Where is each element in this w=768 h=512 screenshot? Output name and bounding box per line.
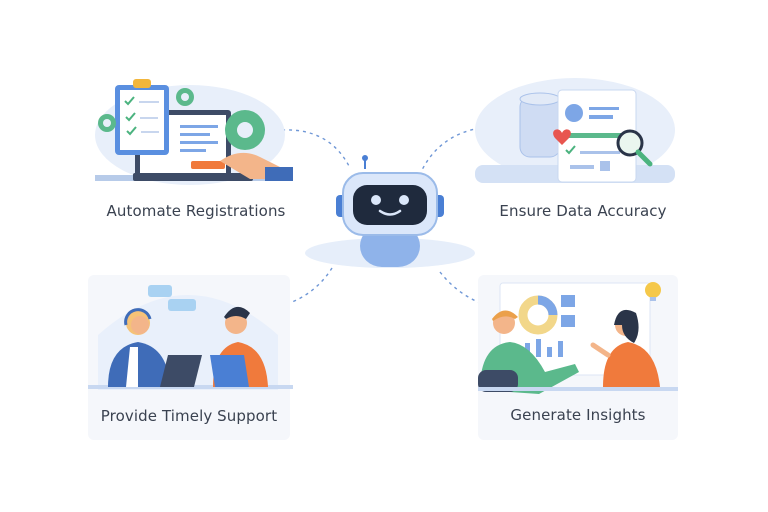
feature-label-generate-insights: Generate Insights <box>510 406 646 424</box>
connector-top-right <box>421 127 481 171</box>
insights-presentation-icon <box>478 282 678 394</box>
connector-bottom-left <box>283 267 333 306</box>
feature-label-provide-timely-support: Provide Timely Support <box>100 407 278 425</box>
feature-label-ensure-data-accuracy: Ensure Data Accuracy <box>499 202 667 220</box>
registration-laptop-icon <box>95 79 293 185</box>
feature-label-automate-registrations: Automate Registrations <box>106 202 286 220</box>
robot-icon <box>305 155 475 268</box>
connector-top-left <box>281 129 351 169</box>
data-accuracy-icon <box>475 78 675 183</box>
support-agents-icon <box>88 285 293 390</box>
